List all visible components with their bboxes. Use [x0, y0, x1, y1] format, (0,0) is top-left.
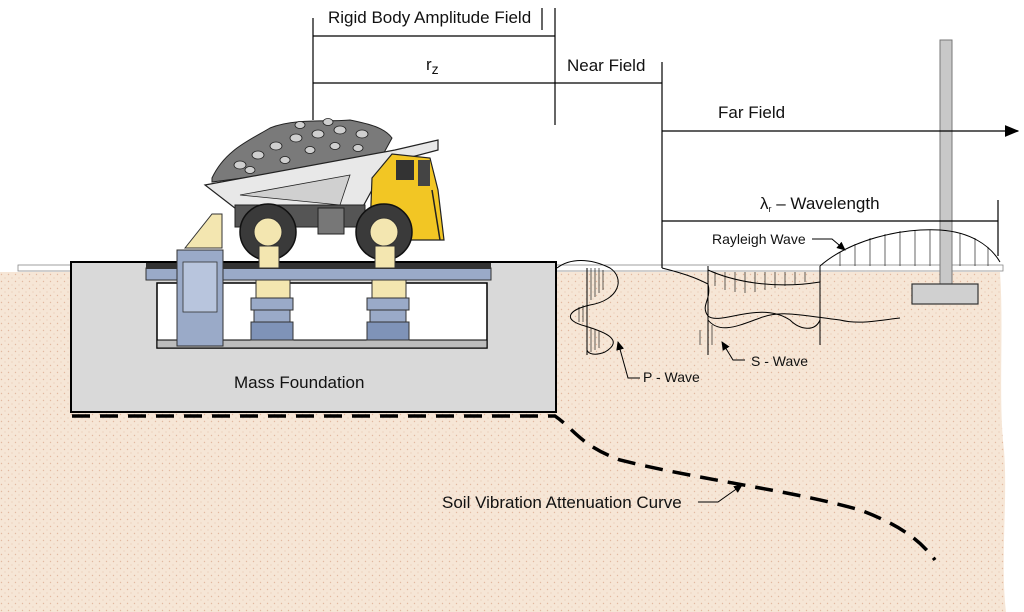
lambda-sub: r — [769, 204, 772, 214]
dimension-lines — [312, 8, 1020, 268]
rz-label: rz — [426, 55, 439, 77]
support-right — [366, 279, 410, 341]
s-wave-leader — [721, 341, 745, 361]
p-wave-label: P - Wave — [643, 369, 700, 385]
rz-main: r — [426, 55, 432, 74]
ore-load — [211, 119, 393, 183]
scale-machine — [145, 213, 492, 347]
attenuation-curve — [72, 414, 937, 562]
support-left — [250, 279, 294, 341]
front-wheel — [355, 203, 413, 261]
utility-pole — [911, 39, 979, 305]
haul-truck — [203, 118, 445, 269]
rz-sub: z — [432, 61, 439, 77]
rayleigh-leader — [812, 238, 846, 251]
rayleigh-wave — [819, 229, 1001, 267]
wavelength-text: – Wavelength — [772, 194, 880, 213]
mass-foundation — [70, 261, 557, 413]
s-wave — [661, 266, 901, 355]
lambda-symbol: λ — [760, 194, 769, 213]
p-wave-leader — [616, 341, 640, 379]
rayleigh-wave-label: Rayleigh Wave — [712, 231, 806, 247]
rigid-body-field-label: Rigid Body Amplitude Field — [328, 8, 531, 27]
near-field-label: Near Field — [567, 56, 645, 75]
mass-foundation-label: Mass Foundation — [234, 373, 364, 392]
p-wave — [556, 260, 619, 355]
attenuation-curve-label: Soil Vibration Attenuation Curve — [442, 493, 682, 512]
s-wave-label: S - Wave — [751, 353, 808, 369]
wavelength-label: λr – Wavelength — [760, 194, 880, 214]
curve-leader — [698, 484, 743, 503]
rear-wheel — [239, 203, 297, 261]
far-field-label: Far Field — [718, 103, 785, 122]
